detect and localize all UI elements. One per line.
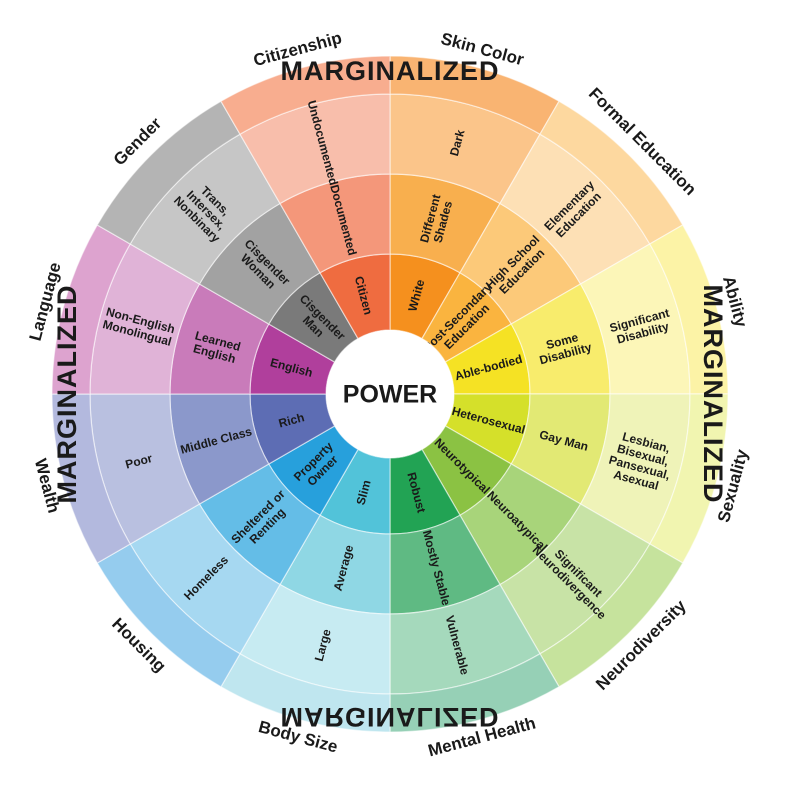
center-label: POWER	[343, 381, 437, 409]
marginalized-label-4: MARGINALIZED	[52, 285, 82, 504]
center-group: POWER	[326, 330, 454, 458]
outer-band-citizenship	[220, 55, 391, 136]
segment-label-wealth-power: Rich	[277, 410, 306, 430]
segment-label-wealth-margin: Poor	[124, 451, 154, 472]
segment-label-skin-color-margin: Dark	[447, 128, 468, 158]
outer-band	[51, 55, 729, 733]
center-circle	[326, 330, 454, 458]
segment-label-ability-middle: SomeDisability	[535, 327, 594, 367]
marginalized-label-3: MARGINALIZED	[281, 702, 500, 732]
marginalized-label-1: MARGINALIZED	[281, 56, 500, 86]
marginalized-label-2: MARGINALIZED	[698, 285, 728, 504]
segment-label-body-size-power: Slim	[354, 478, 374, 506]
wheel-segments	[89, 93, 691, 695]
marginalized-labels: MARGINALIZED MARGINALIZED MARGINALIZED MARG…	[52, 56, 728, 732]
